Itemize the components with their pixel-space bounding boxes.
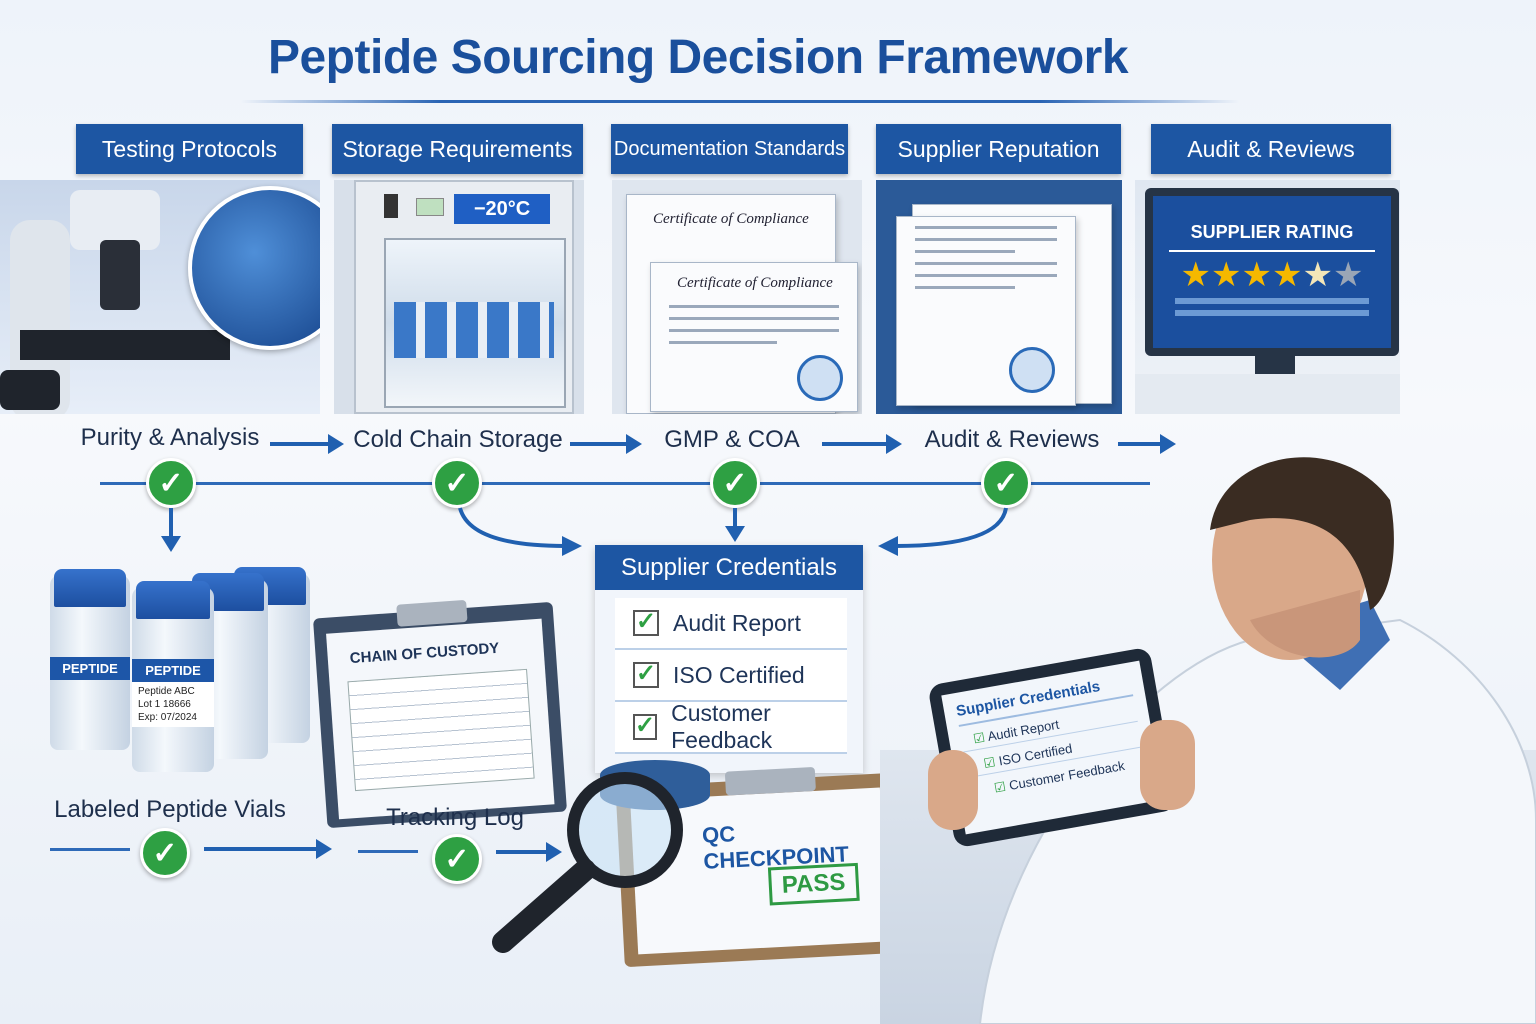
title-divider	[240, 100, 1240, 103]
certificate-title: Certificate of Compliance	[677, 275, 833, 291]
flow-arrow	[1118, 434, 1176, 454]
star-icon: ★	[1211, 256, 1242, 294]
header-documentation-standards: Documentation Standards	[611, 124, 848, 174]
seal-icon	[797, 355, 843, 401]
certificates-illustration: Certificate of Compliance Certificate of…	[612, 180, 862, 414]
star-icon: ★	[1302, 256, 1333, 294]
credential-label: Audit Report	[673, 609, 801, 636]
vial-band: PEPTIDE	[132, 659, 214, 682]
credential-iso-certified: ✓ ISO Certified	[615, 650, 847, 702]
supplier-credentials-title: Supplier Credentials	[595, 545, 863, 590]
step-audit-reviews: Audit & Reviews	[924, 426, 1100, 453]
flow-arrow	[570, 434, 642, 454]
credential-customer-feedback: ✓ Customer Feedback	[615, 700, 847, 754]
step-gmp-coa: GMP & COA	[664, 426, 800, 453]
hand	[1140, 720, 1195, 810]
star-rating: ★★★★★★	[1153, 258, 1391, 292]
header-supplier-reputation: Supplier Reputation	[876, 124, 1121, 174]
tracking-log-label: Tracking Log	[386, 804, 524, 831]
star-icon: ★	[1332, 256, 1364, 294]
checkbox-checked-icon: ✓	[633, 662, 659, 688]
microscope-illustration	[0, 180, 320, 414]
flow-line	[358, 850, 418, 853]
header-storage-requirements: Storage Requirements	[332, 124, 583, 174]
star-icon: ★	[1272, 256, 1303, 294]
supplier-credentials-card: Supplier Credentials ✓ Audit Report ✓ ISO …	[595, 545, 863, 773]
clip-icon	[724, 766, 816, 796]
flow-arrow	[822, 434, 902, 454]
supplier-rating-monitor: SUPPLIER RATING ★★★★★★	[1135, 180, 1400, 414]
vial-band: PEPTIDE	[50, 657, 130, 680]
temperature-display: −20°C	[454, 194, 550, 224]
supplier-documents-illustration	[876, 180, 1122, 414]
freezer-illustration: −20°C	[334, 180, 584, 414]
labeled-vials-label: Labeled Peptide Vials	[54, 796, 286, 823]
step-purity-analysis: Purity & Analysis	[80, 424, 260, 451]
rating-title: SUPPLIER RATING	[1169, 222, 1375, 252]
flow-arrow	[496, 842, 562, 862]
magnifying-glass-icon	[492, 772, 683, 953]
header-testing-protocols: Testing Protocols	[76, 124, 303, 174]
credential-audit-report: ✓ Audit Report	[615, 598, 847, 650]
flow-arrow	[204, 839, 332, 859]
credential-label: Customer Feedback	[671, 700, 773, 753]
flow-arrow	[270, 434, 344, 454]
certificate-title: Certificate of Compliance	[653, 211, 809, 227]
checkbox-checked-icon: ✓	[633, 712, 658, 740]
star-icon: ★	[1241, 256, 1272, 294]
credential-label: ISO Certified	[673, 661, 805, 688]
check-icon: ✓	[146, 458, 196, 508]
check-icon: ✓	[710, 458, 760, 508]
vial-icon: PEPTIDE	[50, 569, 130, 750]
hand	[928, 750, 978, 830]
custody-title: CHAIN OF CUSTODY	[349, 639, 500, 668]
check-icon: ✓	[981, 458, 1031, 508]
header-audit-reviews: Audit & Reviews	[1151, 124, 1391, 174]
flow-line	[50, 848, 130, 851]
page-title: Peptide Sourcing Decision Framework	[267, 31, 1129, 84]
star-icon: ★	[1180, 256, 1212, 294]
checkbox-checked-icon: ✓	[633, 610, 659, 636]
seal-icon	[1009, 347, 1055, 393]
check-icon: ✓	[432, 458, 482, 508]
check-icon: ✓	[432, 834, 482, 884]
step-cold-chain-storage: Cold Chain Storage	[353, 426, 563, 453]
scientist-illustration	[978, 457, 1536, 1024]
magnified-peptide-icon	[188, 186, 320, 350]
check-icon: ✓	[140, 828, 190, 878]
flow-line	[100, 482, 1150, 485]
clip-icon	[396, 599, 468, 627]
pass-stamp: PASS	[767, 862, 860, 906]
